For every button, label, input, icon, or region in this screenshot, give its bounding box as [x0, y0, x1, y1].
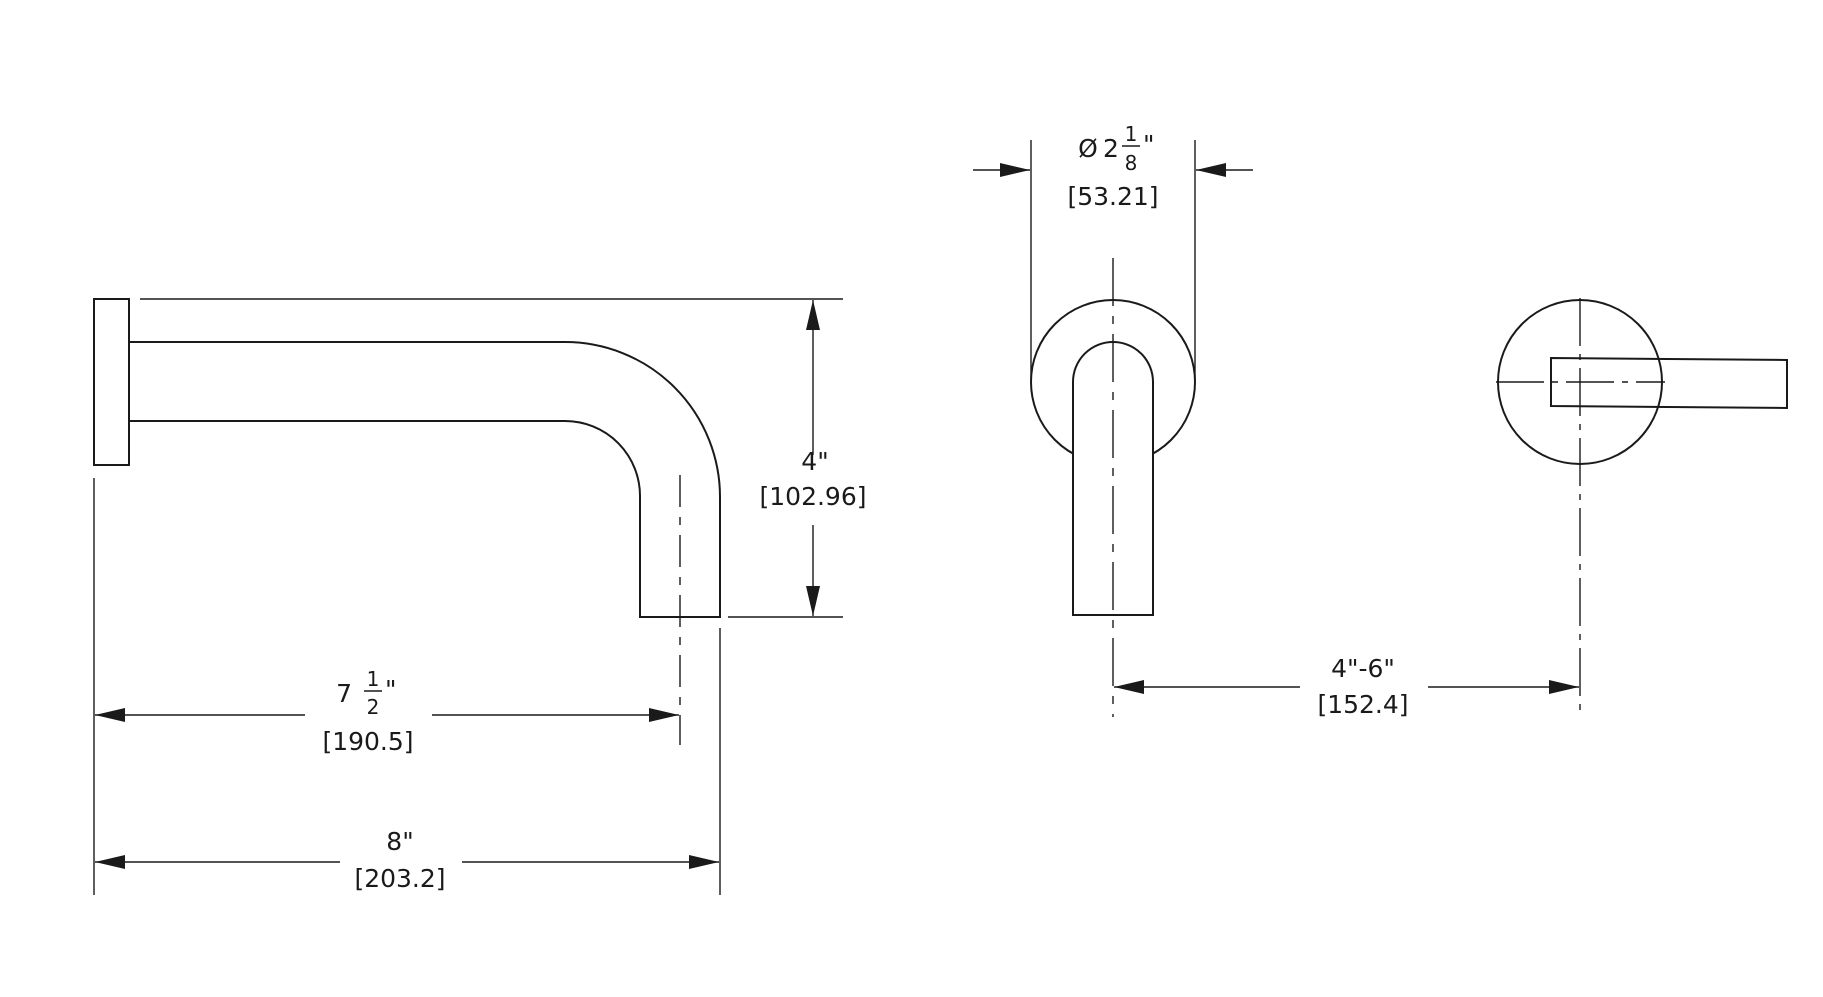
arrowhead-down: [806, 586, 820, 616]
spacing-metric: [152.4]: [1317, 690, 1408, 719]
lever-handle: [1550, 356, 1788, 410]
height-imperial: 4": [801, 447, 828, 476]
spout-body: [129, 341, 721, 618]
diameter-whole: 2: [1103, 134, 1119, 163]
reach-whole: 7: [336, 679, 352, 708]
arrowhead-right: [1549, 680, 1579, 694]
arrowhead-right: [649, 708, 679, 722]
height-dimension: 4" [102.96]: [760, 300, 867, 616]
diameter-denominator: 8: [1125, 151, 1138, 175]
wall-flange: [93, 298, 130, 466]
arrowhead-left: [1196, 163, 1226, 177]
diameter-metric: [53.21]: [1067, 182, 1158, 211]
arrowhead-right: [689, 855, 719, 869]
arrowhead-left: [95, 708, 125, 722]
reach-numerator: 1: [367, 667, 380, 691]
arrowhead-left: [1114, 680, 1144, 694]
front-view: Ø 2 1 8 " [53.21]: [973, 122, 1253, 717]
overall-metric: [203.2]: [354, 864, 445, 893]
reach-denominator: 2: [367, 695, 380, 719]
diameter-dimension: Ø 2 1 8 " [53.21]: [973, 122, 1253, 211]
side-view: 4" [102.96] 7 1 2 " [190.5] 8" [203.2]: [93, 298, 867, 895]
arrowhead-up: [806, 300, 820, 330]
diameter-symbol: Ø: [1078, 134, 1098, 163]
overall-imperial: 8": [386, 827, 413, 856]
reach-metric: [190.5]: [322, 727, 413, 756]
diameter-numerator: 1: [1125, 122, 1138, 146]
handle-view: [1496, 298, 1788, 717]
height-metric: [102.96]: [760, 482, 867, 511]
reach-dimension: 7 1 2 " [190.5]: [95, 667, 679, 756]
spout-front-profile: [1072, 341, 1154, 616]
center-spacing-dimension: 4"-6" [152.4]: [1114, 654, 1579, 719]
arrowhead-left: [95, 855, 125, 869]
reach-inch-mark: ": [385, 675, 397, 704]
arrowhead-right: [1000, 163, 1030, 177]
diameter-inch-mark: ": [1143, 130, 1155, 159]
overall-length-dimension: 8" [203.2]: [95, 827, 719, 893]
spacing-imperial: 4"-6": [1331, 654, 1395, 683]
